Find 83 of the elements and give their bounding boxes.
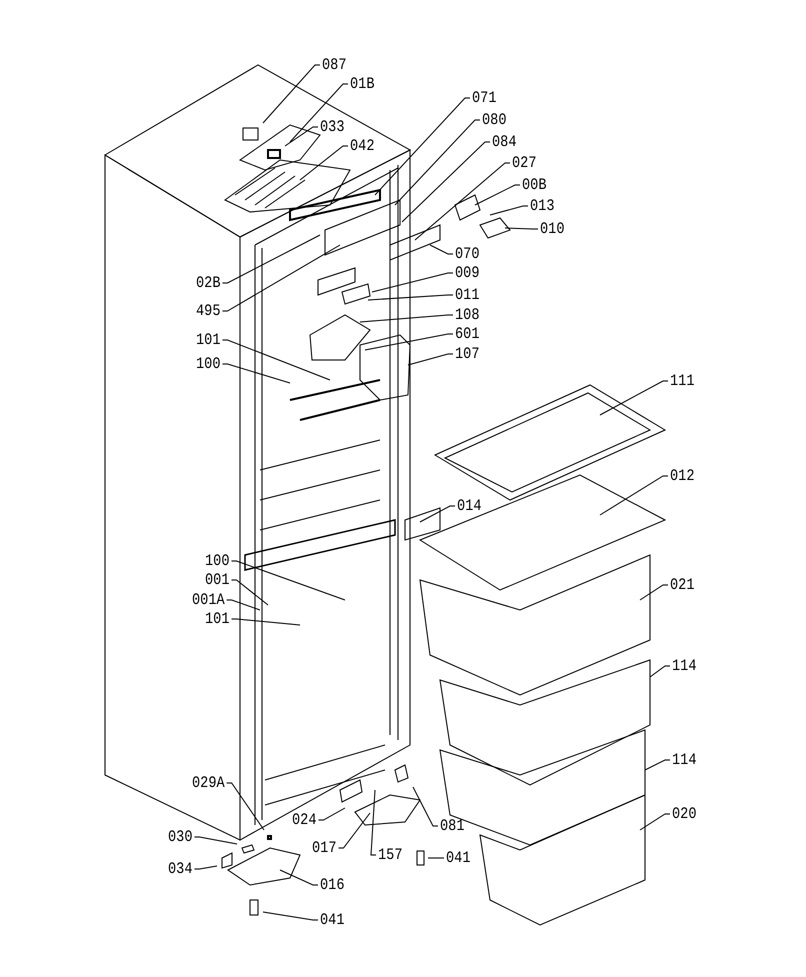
callout-number: 071 <box>472 89 496 107</box>
leader-line <box>318 808 346 820</box>
leader-line <box>430 244 454 254</box>
leader-line <box>222 244 340 312</box>
leader-line <box>284 126 318 146</box>
callout-number: 041 <box>446 849 470 867</box>
leader-line <box>360 314 454 322</box>
leader-line <box>420 506 456 522</box>
leader-line <box>231 580 268 606</box>
leader-line <box>402 142 490 222</box>
leader-line <box>194 836 238 844</box>
callout-number: 012 <box>670 467 694 485</box>
leader-line <box>474 184 520 206</box>
leader-line <box>226 600 260 610</box>
leader-line <box>231 618 300 626</box>
callout-number: 029A <box>192 774 225 792</box>
leader-line <box>504 228 538 230</box>
callout-number: 00B <box>522 176 546 194</box>
callout-number: 114 <box>672 657 696 675</box>
callout-number: 034 <box>168 860 192 878</box>
leader-line <box>364 334 454 350</box>
callout-number: 001A <box>192 591 225 609</box>
leader-line <box>650 666 670 678</box>
callout-number: 114 <box>672 751 696 769</box>
callout-number: 021 <box>670 576 694 594</box>
callout-number: 107 <box>455 345 480 363</box>
callout-number: 101 <box>205 610 230 628</box>
leader-line <box>262 64 320 124</box>
leader-line <box>222 340 330 380</box>
leader-line <box>640 584 668 600</box>
callout-number: 601 <box>455 325 480 343</box>
callout-number: 01B <box>350 75 374 93</box>
callout-number: 033 <box>320 118 344 136</box>
callout-number: 001 <box>205 571 230 589</box>
leader-line <box>222 364 290 384</box>
callout-number: 087 <box>322 56 346 74</box>
callout-number: 02B <box>196 274 220 292</box>
callout-number: 100 <box>196 355 220 373</box>
callout-number: 011 <box>455 286 480 304</box>
leader-line <box>222 234 320 284</box>
callout-number: 111 <box>670 372 694 390</box>
callout-number: 108 <box>455 306 480 324</box>
callout-number: 010 <box>540 220 564 238</box>
callout-number: 080 <box>482 111 506 129</box>
leader-line <box>370 790 376 856</box>
leader-line <box>374 98 470 196</box>
callout-number: 041 <box>320 911 344 929</box>
callout-number: 101 <box>196 331 220 349</box>
callout-number: 100 <box>205 552 230 570</box>
leader-line <box>644 760 670 770</box>
leader-line <box>226 782 264 830</box>
callout-number: 027 <box>512 154 536 172</box>
leader-line <box>368 294 454 300</box>
leader-line <box>372 272 454 292</box>
leader-line <box>338 812 370 848</box>
leader-line <box>262 912 318 920</box>
leader-line <box>394 120 480 206</box>
leader-line <box>194 866 218 870</box>
callout-number: 024 <box>292 811 316 829</box>
callout-number: 016 <box>320 876 344 894</box>
leader-line <box>280 870 318 886</box>
leader-line <box>640 814 670 830</box>
leader-line <box>290 84 348 142</box>
callout-number: 081 <box>440 817 464 835</box>
leader-line <box>412 786 438 826</box>
callout-number: 042 <box>350 137 374 155</box>
callout-number: 157 <box>378 846 402 864</box>
callout-number: 017 <box>312 839 336 857</box>
leader-line <box>300 146 348 180</box>
leader-line <box>600 380 668 416</box>
leader-line <box>408 354 454 366</box>
callout-number: 495 <box>196 302 220 320</box>
callout-number: 014 <box>457 497 482 515</box>
callout-number: 020 <box>672 805 696 823</box>
leader-line <box>414 162 510 240</box>
callout-number: 009 <box>455 264 480 282</box>
leader-line <box>231 560 346 600</box>
callout-number: 030 <box>168 828 192 846</box>
leader-line <box>600 476 668 516</box>
leader-line <box>490 206 528 216</box>
callout-number: 070 <box>455 245 480 263</box>
callout-number: 013 <box>530 197 554 215</box>
callout-number: 084 <box>492 133 516 151</box>
